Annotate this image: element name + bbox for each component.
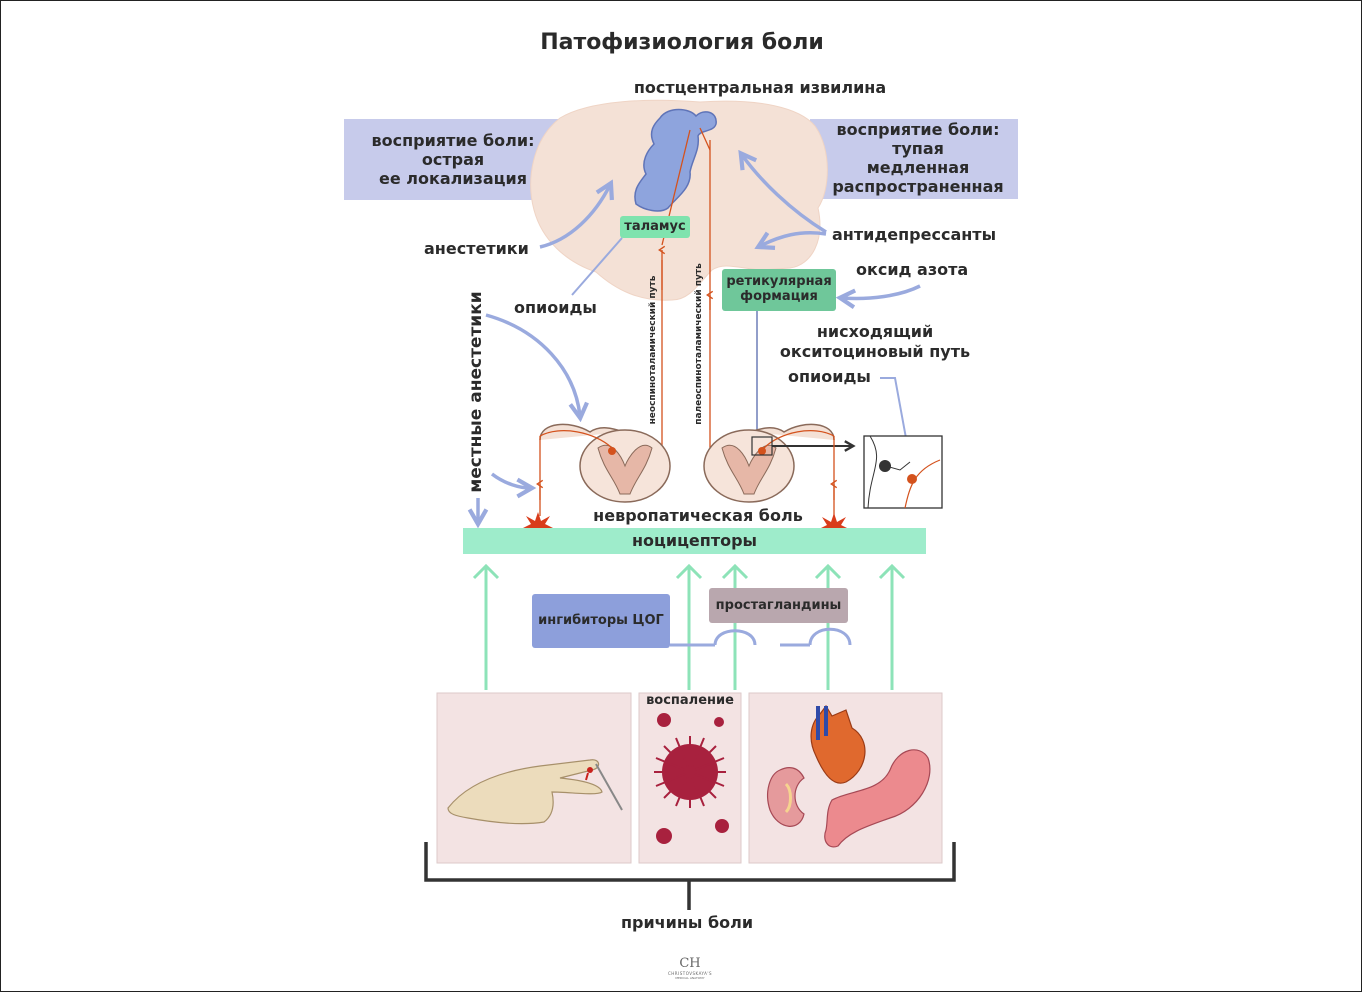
perception-left-line-2: острая xyxy=(421,150,485,169)
spinal-cord-right xyxy=(703,423,835,503)
spinal-cord-left xyxy=(539,423,671,503)
antidepressants-lower-arrow xyxy=(754,231,827,250)
reticular-formation-label: ретикулярная формация xyxy=(722,269,836,311)
perception-right-line-1: восприятие боли: xyxy=(836,120,1000,139)
reticular-line-1: ретикулярная xyxy=(726,274,832,289)
local-anesthetics-label: местные анестетики xyxy=(466,291,486,493)
anesthetics-arrow xyxy=(539,179,614,249)
antidepressants-upper-arrow xyxy=(738,149,827,234)
perception-right-label: восприятие боли: тупая медленная распрос… xyxy=(818,120,1018,196)
cox-inhibitors-box: ингибиторы ЦОГ xyxy=(532,594,670,648)
inflammation-illustration xyxy=(654,713,729,844)
inflammation-label: воспаление xyxy=(646,693,734,708)
opioids-upper-label: опиоиды xyxy=(514,298,597,317)
postcentral-gyrus-label: постцентральная извилина xyxy=(633,78,887,97)
nitric-oxide-label: оксид азота xyxy=(856,260,969,279)
perception-left-line-3: ее локализация xyxy=(378,169,527,188)
postcentral-gyrus xyxy=(634,108,717,212)
anesthetics-label: анестетики xyxy=(424,239,529,258)
perception-left-label: восприятие боли: острая ее локализация xyxy=(344,131,562,188)
antidepressants-label: антидепрессанты xyxy=(832,225,997,244)
thalamus-label: таламус xyxy=(620,216,690,238)
causes-bracket xyxy=(424,842,956,910)
logo-subtitle: MEDICAL ANATOMY xyxy=(675,976,705,980)
prostaglandins-box: простагландины xyxy=(709,588,848,623)
hand-injury-illustration xyxy=(447,759,623,825)
green-arrow-3 xyxy=(721,563,749,690)
paleospinothalamic-label: палеоспиноталамический путь xyxy=(694,263,704,425)
reticular-line-2: формация xyxy=(740,289,818,304)
local-anesthetics-curve-arrow xyxy=(485,313,589,423)
perception-right-line-4: распространенная xyxy=(832,177,1004,196)
perception-right-line-3: медленная xyxy=(866,158,970,177)
paleospinothalamic-path xyxy=(699,127,714,448)
descending-line-1: нисходящий xyxy=(816,322,934,341)
opioids-lower-label: опиоиды xyxy=(788,367,871,386)
neuropathic-pain-label: невропатическая боль xyxy=(593,506,803,525)
nociceptors-bar: ноцицепторы xyxy=(463,528,926,554)
green-arrow-1 xyxy=(472,563,500,690)
descending-line-2: окситоциновый путь xyxy=(779,342,971,361)
local-anesthetics-short-arrow xyxy=(490,472,537,499)
opioids-to-thalamus-line xyxy=(571,237,623,296)
page-title: Патофизиология боли xyxy=(540,30,824,55)
organs-illustration xyxy=(767,704,931,848)
perception-left-line-1: восприятие боли: xyxy=(371,131,535,150)
perception-right-line-2: тупая xyxy=(892,139,944,158)
logo-name: CHRISTOVSKAYA'S xyxy=(667,971,713,976)
perception-band-left xyxy=(344,119,564,200)
logo-monogram: CH xyxy=(679,956,701,971)
nitric-oxide-arrow xyxy=(835,284,921,310)
author-logo: CH CHRISTOVSKAYA'S MEDICAL ANATOMY xyxy=(660,956,720,981)
opioids-synapse-line xyxy=(880,377,911,461)
neospinothalamic-label: неоспиноталамический путь xyxy=(648,275,658,425)
descending-oxytocin-label: нисходящий окситоциновый путь xyxy=(750,322,1000,362)
synapse-inset xyxy=(863,435,943,509)
perception-band-right xyxy=(810,119,1018,199)
pain-causes-label: причины боли xyxy=(620,913,754,932)
cox-block-arc xyxy=(713,629,757,646)
prostaglandin-arc xyxy=(808,627,852,646)
green-arrow-5 xyxy=(878,563,906,690)
green-arrow-2 xyxy=(675,563,703,690)
